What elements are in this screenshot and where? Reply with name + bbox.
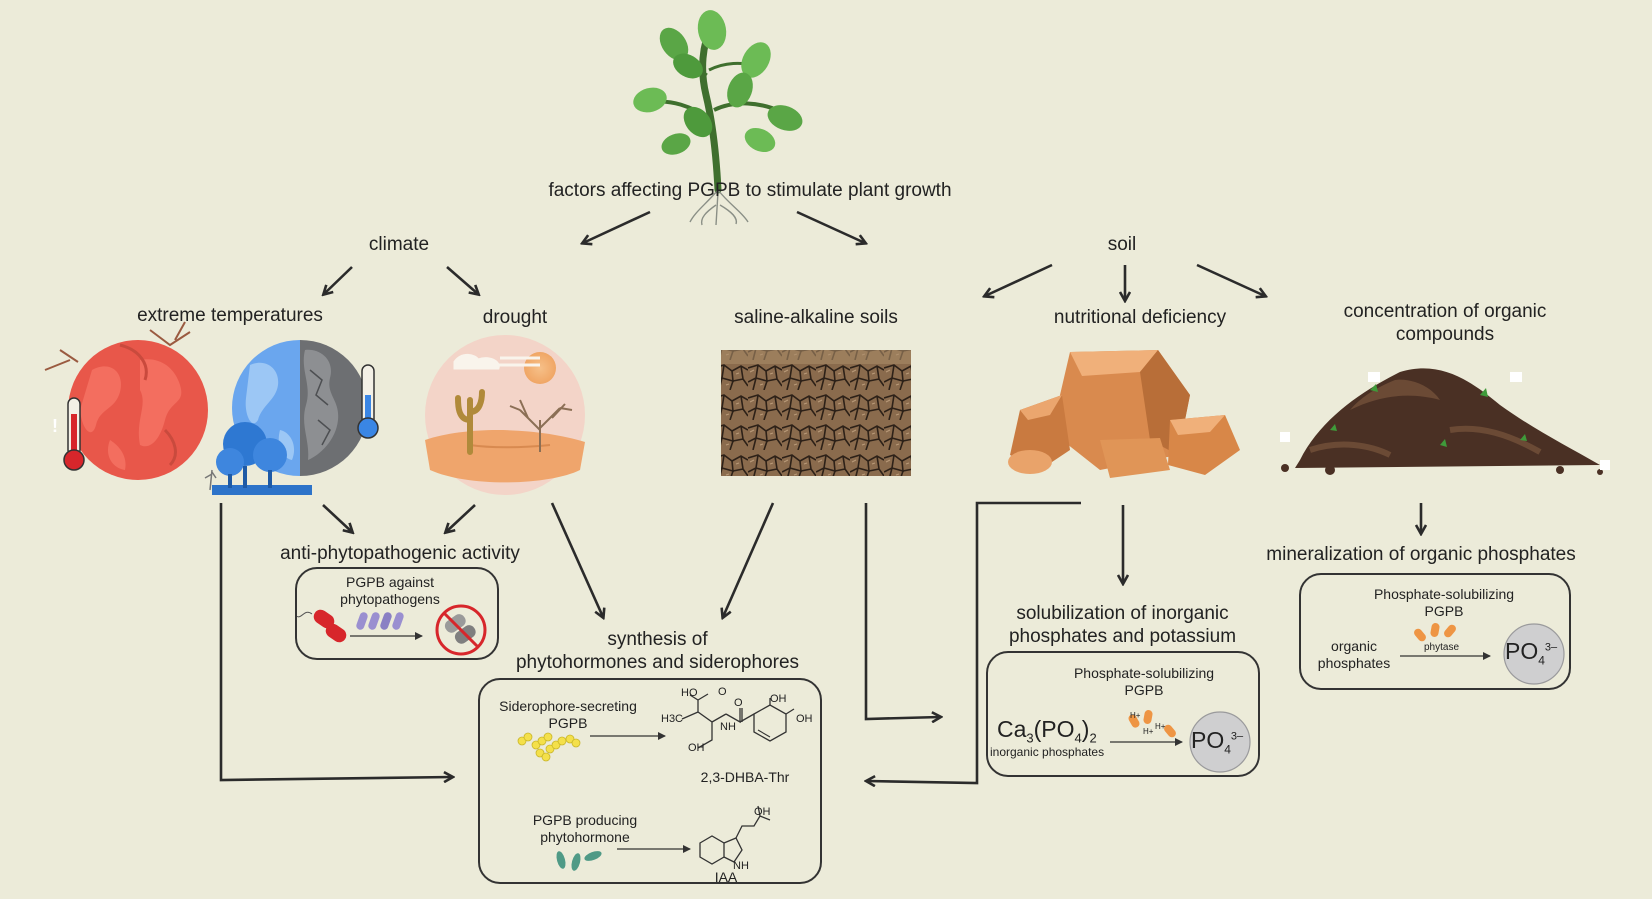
formula-close: ) [1081,716,1090,742]
mineralization-heading: mineralization of organic phosphates [1266,544,1576,565]
inorganic-phosphates-label: inorganic phosphates [990,745,1105,759]
main-title: factors affecting PGPB to stimulate plan… [548,180,952,201]
extreme-temperatures-label: extreme temperatures [137,305,323,326]
anti-phyto-box-caption: PGPB against phytopathogens [315,574,465,608]
arrow-to-extreme-temps [324,266,353,294]
proton-label-2: H+ [1143,727,1154,736]
phytohormone-caption: PGPB producing phytohormone [518,812,652,846]
phosphate-product-2: PO43– [1505,638,1557,668]
anti-phyto-heading: anti-phytopathogenic activity [280,543,520,564]
organic-phosphates-line2: phosphates [1317,654,1391,671]
organic-phosphates-line1: organic [1331,638,1377,654]
phytase-label: phytase [1424,642,1460,653]
phytohormone-caption-line1: PGPB producing [532,812,638,828]
phosphate-product-1: PO43– [1191,727,1243,757]
mineralization-caption-line1: Phosphate-solubilizing [1373,586,1515,602]
proton-label-3: H+ [1155,722,1166,731]
nutritional-deficiency-label: nutritional deficiency [1053,307,1227,328]
chem-ho-label: HO [681,687,698,699]
synthesis-heading: synthesis of phytohormones and sideropho… [495,629,820,675]
saline-alkaline-label: saline-alkaline soils [734,307,898,328]
desert-icon [425,335,585,495]
formula-po: (PO [1033,716,1075,742]
inorganic-formula: Ca3(PO4)2 [997,716,1097,746]
hormone-product-label: IAA [714,869,738,885]
chem-nh-label: NH [720,721,736,733]
solubilization-caption-line1: Phosphate-solubilizing [1073,665,1215,681]
arrow-to-saline [985,263,1053,296]
phytohormone-caption-line2: phytohormone [540,828,630,845]
anti-phyto-caption-line2: phytopathogens [340,590,440,607]
siderophore-caption-line2: PGPB [548,714,588,731]
organic-compounds-line1: concentration of organic [1343,301,1547,322]
climate-label: climate [368,234,430,255]
anti-phyto-box [295,567,499,660]
mineralization-caption-line2: PGPB [1424,602,1464,619]
po4-sup-1: 3– [1230,730,1244,743]
solubilization-heading: solubilization of inorganic phosphates a… [985,603,1260,649]
po4-sup-2: 3– [1544,641,1558,654]
siderophore-caption: Siderophore-secreting PGPB [486,698,650,732]
formula-sub3: 2 [1089,730,1097,746]
arrow-nutrition-to-synthesis [867,501,1081,783]
drought-label: drought [482,307,548,328]
plant-icon [633,10,803,226]
sidero-product-label: 2,3-DHBA-Thr [700,769,790,785]
arrow-to-climate [583,210,651,243]
rock-icon [1008,350,1240,478]
chem-oh4-label: OH [754,806,771,818]
chem-o2-label: O [734,697,743,709]
po4-sub-1: 4 [1224,742,1231,757]
chem-h3c-label: H3C [661,713,684,725]
arrow-to-soil [796,210,865,243]
po4-main-2: PO [1505,638,1539,664]
chem-nh2-label: NH [733,860,749,872]
siderophore-illustration [517,693,795,762]
phytohormone-illustration [556,805,771,871]
chem-o1-label: O [718,686,727,698]
svg-text:!: ! [52,416,58,436]
synthesis-box [478,678,822,884]
synthesis-heading-line1: synthesis of [607,629,708,650]
hot-earth-icon: ! [44,321,208,480]
solubilization-heading-line2: phosphates and potassium [1008,625,1237,647]
siderophore-caption-line1: Siderophore-secreting [499,698,637,714]
chem-oh1-label: OH [770,693,787,705]
chem-oh3-label: OH [688,742,705,754]
solubilization-caption: Phosphate-solubilizing PGPB [1060,665,1228,699]
solubilization-box [986,651,1260,777]
cracked-soil-icon [721,350,911,476]
soil-label: soil [1107,234,1137,255]
arrow-to-organic [1196,263,1265,296]
arrow-saline-to-solubilization [864,503,940,719]
arrow-to-drought [446,266,478,294]
formula-ca: Ca [997,716,1027,742]
formula-sub1: 3 [1026,730,1034,746]
proton-label-1: H+ [1130,711,1141,720]
solubilization-heading-line1: solubilization of inorganic [1016,603,1229,624]
mineralization-box [1299,573,1571,690]
po4-sub-2: 4 [1538,653,1545,668]
organic-compounds-line2: compounds [1395,323,1495,345]
solubilization-caption-line2: PGPB [1124,681,1164,698]
formula-sub2: 4 [1074,730,1082,746]
cold-earth-icon [204,340,379,495]
organic-phosphates-label: organic phosphates [1306,638,1402,672]
solubilization-illustration [1110,710,1251,773]
arrow-drought-to-anti [446,504,476,532]
organic-compounds-label: concentration of organic compounds [1310,301,1580,347]
arrow-saline-to-synthesis [723,502,775,617]
anti-phyto-caption-line1: PGPB against [346,574,434,590]
arrow-temp-to-anti [322,504,352,532]
mineralization-caption: Phosphate-solubilizing PGPB [1360,586,1528,620]
chem-oh2-label: OH [796,713,813,725]
anti-phyto-illustration [295,604,487,656]
synthesis-heading-line2: phytohormones and siderophores [515,651,800,673]
arrow-drought-to-synthesis [550,502,603,617]
arrow-temp-to-synthesis [219,503,452,780]
po4-main-1: PO [1191,727,1225,753]
compost-icon [1280,368,1610,475]
